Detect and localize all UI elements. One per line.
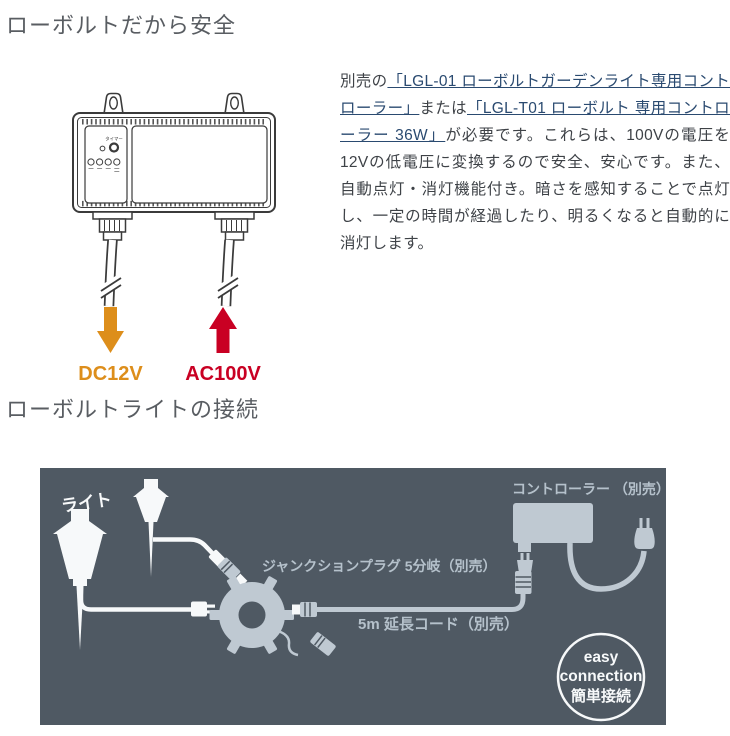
safety-description: 別売の「LGL-01 ローボルトガーデンライト専用コントローラー」または「LGL… <box>340 68 730 257</box>
mounting-tab-right <box>224 92 245 115</box>
controller-line-drawing: タイマー <box>72 92 276 385</box>
dangling-connector-icon <box>277 629 336 657</box>
junction-label: ジャンクションプラグ 5分岐（別売） <box>262 558 497 574</box>
mounting-tab-left <box>103 92 124 115</box>
controller-device-figure: タイマー <box>55 80 335 392</box>
ac-plug-icon <box>567 518 655 592</box>
badge-line1: easy <box>584 649 619 666</box>
link-lgl01-controller[interactable]: 「LGL-01 ローボルトガーデンライト専用コントローラー」 <box>340 73 730 117</box>
junction-plug-ring <box>209 576 294 654</box>
indicator-lamp <box>99 145 106 152</box>
ac-cable <box>213 239 243 307</box>
desc-suffix: が必要です。これらは、100Vの電圧を12Vの低電圧に変換するので安全、安心です… <box>340 127 730 252</box>
dc-arrow-down-icon <box>97 307 124 353</box>
desc-middle: または <box>419 100 467 117</box>
light-cables <box>78 537 218 612</box>
cover-panel <box>131 125 268 204</box>
cable-gland-right <box>214 211 255 241</box>
dc-cable <box>96 239 126 307</box>
desc-prefix: 別売の <box>340 73 388 90</box>
connection-diagram-figure: ライト <box>40 468 666 725</box>
easy-connection-badge: easy connection 簡単接続 <box>556 632 646 722</box>
dc-voltage-label: DC12V <box>78 363 143 385</box>
controller-box <box>513 503 593 574</box>
connection-heading: ローボルトライトの接続 <box>6 397 260 422</box>
timer-button <box>108 142 120 153</box>
led-row <box>87 158 121 166</box>
link-lglt01-controller[interactable]: 「LGL-T01 ローボルト 専用コントローラー 36W」 <box>340 100 730 144</box>
garden-light-large <box>53 509 107 650</box>
badge-line2: connection <box>560 668 643 685</box>
small-light-connector-icon <box>208 549 248 587</box>
extension-cord <box>292 571 532 617</box>
ac-arrow-up-icon <box>209 307 237 353</box>
garden-light-small <box>133 479 169 577</box>
controller-label: コントローラー （別売） <box>512 481 666 497</box>
timer-label: タイマー <box>105 136 123 143</box>
safety-heading: ローボルトだから安全 <box>6 13 237 38</box>
extension-label: 5m 延長コード（別売） <box>358 615 519 633</box>
ac-voltage-label: AC100V <box>185 363 261 385</box>
connection-diagram: ライト <box>40 468 666 725</box>
badge-line3: 簡単接続 <box>571 687 631 705</box>
cable-gland-left <box>92 211 133 241</box>
